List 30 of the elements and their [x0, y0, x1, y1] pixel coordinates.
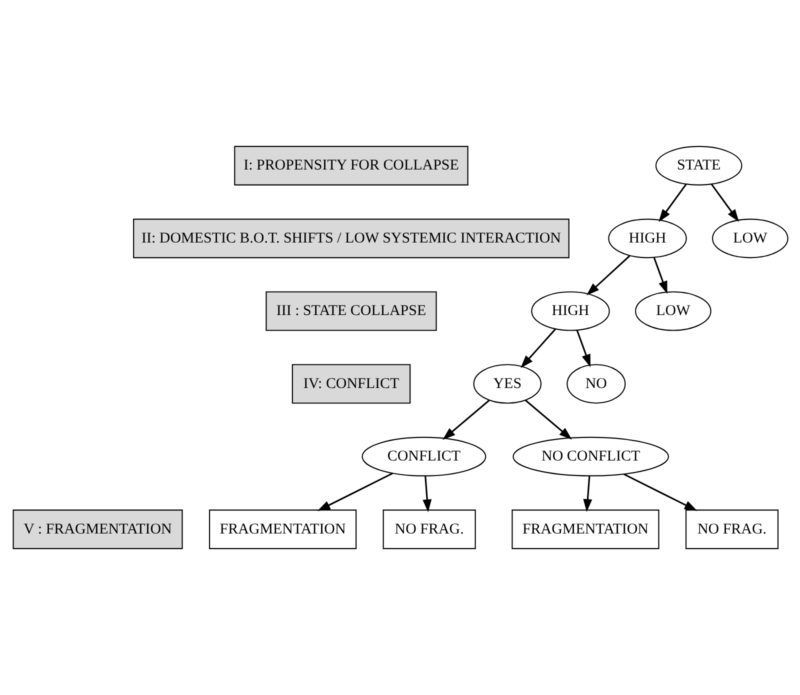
node-ellipse: LOW: [634, 291, 711, 331]
node-ellipse: HIGH: [608, 218, 686, 258]
node-box: NO FRAG.: [684, 510, 778, 550]
arrow: [442, 400, 490, 440]
node-box: V : FRAGMENTATION: [12, 510, 182, 550]
arrow: [582, 476, 592, 512]
node-ellipse: STATE: [654, 146, 742, 186]
node-box: I: PROPENSITY FOR COLLAPSE: [234, 146, 468, 186]
node-box: FRAGMENTATION: [208, 510, 356, 550]
node-box: II: DOMESTIC B.O.T. SHIFTS / LOW SYSTEMIC INTERACTION: [132, 218, 569, 258]
arrow: [576, 330, 590, 368]
arrow: [316, 472, 392, 511]
arrow: [524, 400, 572, 440]
arrow: [586, 255, 630, 296]
node-box: FRAGMENTATION: [511, 510, 659, 550]
arrow: [422, 476, 432, 512]
node-box: NO FRAG.: [382, 510, 476, 550]
arrow: [658, 184, 686, 222]
arrow: [710, 184, 739, 222]
node-ellipse: HIGH: [530, 291, 610, 331]
node-ellipse: YES: [472, 364, 542, 404]
node-ellipse: NO: [566, 364, 626, 404]
node-box: IV: CONFLICT: [291, 364, 410, 404]
node-ellipse: NO CONFLICT: [512, 436, 668, 476]
node-box: III : STATE COLLAPSE: [265, 291, 436, 331]
arrow: [652, 257, 667, 294]
node-ellipse: CONFLICT: [361, 436, 486, 476]
arrow: [623, 473, 697, 511]
arrow: [520, 328, 556, 368]
node-ellipse: LOW: [712, 218, 788, 258]
